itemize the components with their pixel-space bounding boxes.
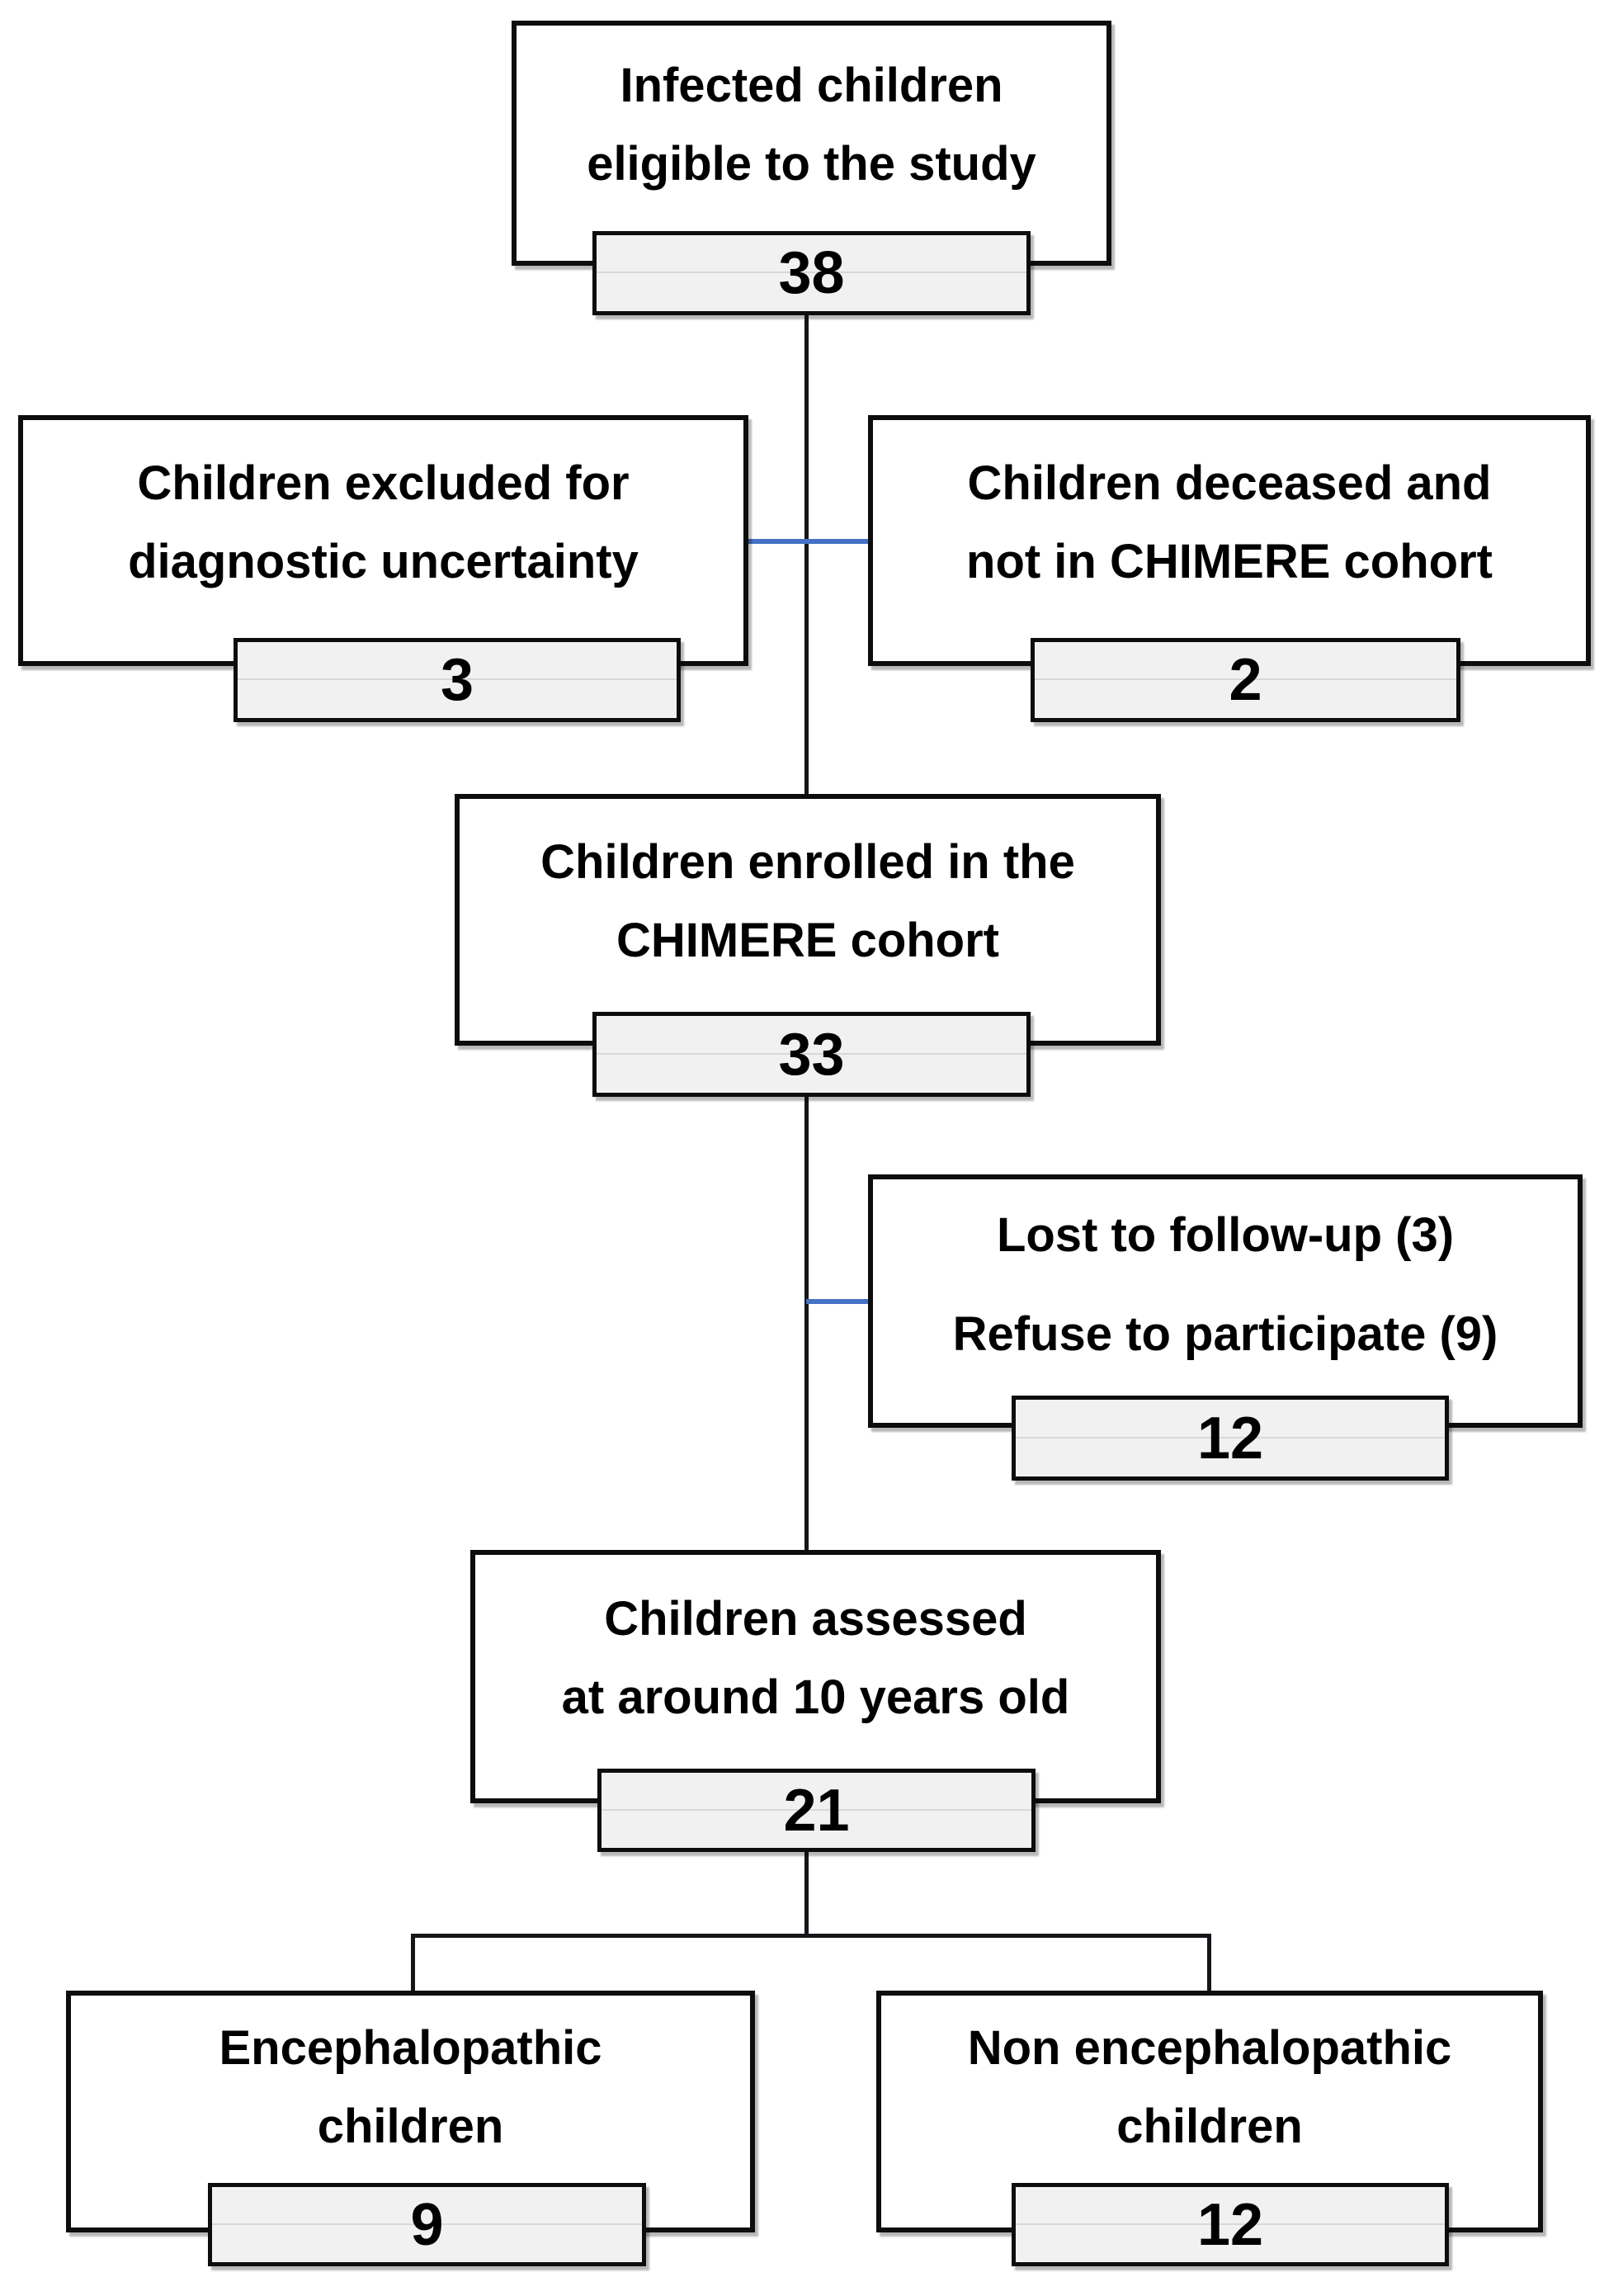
node-excluded: Children excluded for diagnostic uncerta… (18, 415, 748, 722)
node-enrolled: Children enrolled in the CHIMERE cohort … (455, 794, 1161, 1097)
label-line: Infected children (620, 59, 1003, 112)
label-line: at around 10 years old (561, 1670, 1070, 1724)
label-line: Children enrolled in the (540, 835, 1075, 889)
connector-branch-right-vertical (1207, 1934, 1211, 1991)
node-assessed-label: Children assessed at around 10 years old (482, 1555, 1149, 1761)
count-value: 38 (778, 240, 845, 306)
connector-branch-left-vertical (411, 1934, 415, 1991)
count-badge-deceased: 2 (1031, 638, 1460, 722)
label-line: Children excluded for (137, 456, 630, 510)
connector-lost-blue-line (806, 1299, 868, 1304)
count-value: 21 (783, 1777, 850, 1844)
node-non-encephalopathic: Non encephalopathic children 12 (876, 1991, 1543, 2266)
label-line: Refuse to participate (9) (952, 1306, 1498, 1361)
node-eligible-label: Infected children eligible to the study (523, 26, 1100, 224)
node-lost-refuse-label: Lost to follow-up (3) Refuse to particip… (880, 1179, 1571, 1390)
connector-exclusion-blue-line (748, 539, 868, 544)
label-line: Children deceased and (967, 456, 1492, 510)
connector-lower-vertical (804, 1847, 809, 1936)
count-value: 12 (1196, 1405, 1264, 1472)
count-value: 9 (410, 2191, 444, 2258)
label-line: CHIMERE cohort (616, 914, 999, 967)
count-badge-enrolled: 33 (592, 1012, 1031, 1097)
node-deceased: Children deceased and not in CHIMERE coh… (868, 415, 1591, 722)
count-badge-non-encephalopathic: 12 (1012, 2183, 1449, 2266)
connector-mid-vertical (804, 1091, 809, 1552)
label-line: Children assessed (604, 1592, 1027, 1646)
node-non-encephalopathic-label: Non encephalopathic children (888, 1996, 1531, 2178)
label-line: diagnostic uncertainty (128, 534, 639, 588)
label-line: Encephalopathic (219, 2020, 602, 2075)
count-value: 3 (440, 647, 474, 713)
node-deceased-label: Children deceased and not in CHIMERE coh… (880, 420, 1579, 624)
count-badge-encephalopathic: 9 (208, 2183, 646, 2266)
node-assessed: Children assessed at around 10 years old… (470, 1550, 1161, 1852)
count-badge-lost-refuse: 12 (1012, 1396, 1449, 1481)
label-line: not in CHIMERE cohort (966, 534, 1493, 588)
count-badge-assessed: 21 (597, 1769, 1036, 1852)
label-line: eligible to the study (587, 137, 1036, 191)
count-badge-excluded: 3 (234, 638, 681, 722)
connector-branch-horizontal (411, 1934, 1211, 1938)
label-line: Lost to follow-up (3) (996, 1207, 1455, 1262)
node-encephalopathic: Encephalopathic children 9 (66, 1991, 755, 2266)
label-line: Non encephalopathic (967, 2020, 1452, 2075)
count-value: 33 (778, 1021, 845, 1088)
connector-top-vertical (804, 309, 809, 796)
node-encephalopathic-label: Encephalopathic children (78, 1996, 743, 2178)
node-eligible: Infected children eligible to the study … (512, 21, 1111, 315)
node-excluded-label: Children excluded for diagnostic uncerta… (30, 420, 737, 624)
count-value: 2 (1229, 647, 1262, 713)
count-badge-eligible: 38 (592, 231, 1031, 315)
node-lost-refuse: Lost to follow-up (3) Refuse to particip… (868, 1174, 1583, 1481)
node-enrolled-label: Children enrolled in the CHIMERE cohort (466, 799, 1149, 1004)
count-value: 12 (1196, 2191, 1264, 2258)
label-line: children (1116, 2099, 1303, 2153)
label-line: children (317, 2099, 504, 2153)
